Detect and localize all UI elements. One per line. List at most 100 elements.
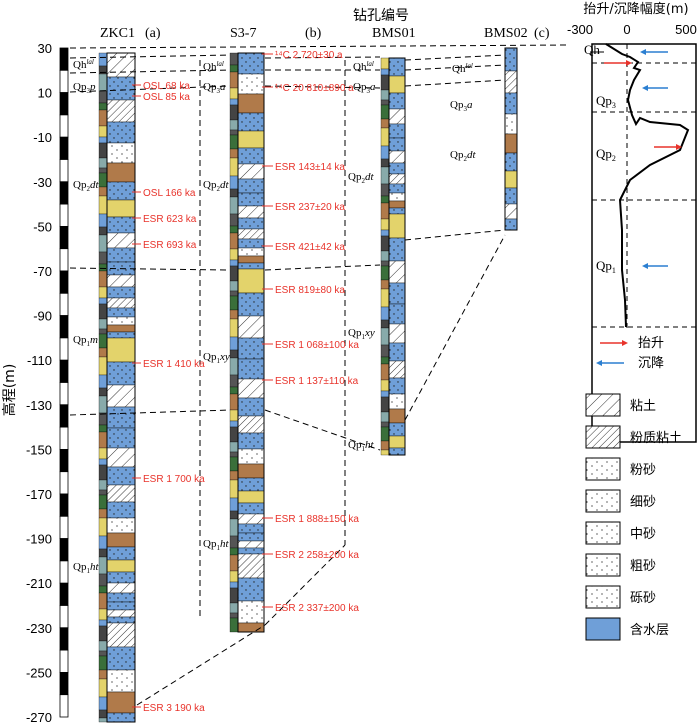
y-tick-label: -270 <box>26 710 52 725</box>
y-tick-label: 10 <box>38 86 52 101</box>
svg-text:Qp2dt: Qp2dt <box>73 179 99 193</box>
svg-text:Qp1xy: Qp1xy <box>203 351 230 365</box>
stratum-qp2dt-s37: Qp <box>203 179 217 191</box>
svg-text:Qhlal: Qhlal <box>452 62 473 75</box>
uplift-label-qp2: Qp <box>596 146 612 161</box>
stratum-qp1ht-s37: Qp <box>203 538 217 550</box>
dating-label: ESR 237±20 ka <box>275 202 345 213</box>
correlation-lines <box>69 44 571 706</box>
svg-text:Qp1m: Qp1m <box>73 334 98 348</box>
y-axis-label: 高程(m) <box>1 364 18 417</box>
uplift-label-qp1: Qp <box>596 258 612 273</box>
svg-text:Qhlal: Qhlal <box>203 60 224 73</box>
y-tick-label: 30 <box>38 41 52 56</box>
legend-swatch <box>585 617 621 641</box>
svg-text:Qp3: Qp3 <box>596 93 616 110</box>
column-bms01 <box>380 57 406 456</box>
legend-label: 中砂 <box>630 527 656 542</box>
y-tick-label: -10 <box>33 130 52 145</box>
legend-uplift: 抬升 <box>638 336 664 351</box>
stratum-qh-bms02: Qh <box>452 63 466 75</box>
dating-label: ESR 819±80 ka <box>275 285 345 296</box>
uplift-panel-frame <box>591 43 697 443</box>
stratum-qp2dt-bms02: Qp <box>450 149 464 161</box>
stratum-qp1xy-s37: Qp <box>203 351 217 363</box>
borehole-name-s37: S3-7 <box>230 26 256 41</box>
column-zkc1 <box>98 52 136 723</box>
y-tick-label: -170 <box>26 487 52 502</box>
y-tick-label: -150 <box>26 442 52 457</box>
svg-text:Qp2dt: Qp2dt <box>450 149 476 163</box>
legend-swatch <box>585 553 621 577</box>
svg-text:Qp1ht: Qp1ht <box>73 561 99 575</box>
uplift-curve <box>605 43 690 328</box>
dating-label: ESR 2 258±200 ka <box>275 550 359 561</box>
uplift-tick-neg300: -300 <box>567 22 593 37</box>
svg-text:Qp3a: Qp3a <box>353 81 376 95</box>
svg-text:Qp2dt: Qp2dt <box>348 171 374 185</box>
dating-label: ¹⁴C 2 720±30 a <box>275 50 343 61</box>
y-axis-ticks: 3010-10-30-50-70-90-110-130-150-170-190-… <box>26 41 52 725</box>
stratum-qp1m-zkc1: Qp <box>73 334 87 346</box>
y-tick-label: -70 <box>33 264 52 279</box>
dating-label: OSL 85 ka <box>143 92 190 103</box>
stratum-qp2dt-zkc1: Qp <box>73 179 87 191</box>
dating-label: ESR 1 888±150 ka <box>275 514 359 525</box>
svg-text:Qp2dt: Qp2dt <box>203 179 229 193</box>
legend-label: 细砂 <box>630 495 656 510</box>
svg-text:Qhlal: Qhlal <box>73 58 94 71</box>
dating-label: ¹⁴C 20 810±890 a <box>275 83 354 94</box>
y-tick-label: -130 <box>26 398 52 413</box>
uplift-label-qp3: Qp <box>596 93 612 108</box>
dating-label: ESR 623 ka <box>143 214 197 225</box>
stratum-qh-bms01: Qh <box>353 61 367 73</box>
dating-label: ESR 1 410 ka <box>143 359 205 370</box>
legend-swatch <box>585 521 621 545</box>
y-tick-label: -190 <box>26 532 52 547</box>
svg-text:Qhlal: Qhlal <box>353 60 374 73</box>
uplift-panel: 抬升/沉降幅度(m) -300 0 500 Qh Qp3 Qp2 Qp1 <box>567 1 697 443</box>
svg-text:Qp1: Qp1 <box>596 258 616 275</box>
dating-label: ESR 693 ka <box>143 240 197 251</box>
borehole-tag-zkc1: (a) <box>145 26 161 41</box>
svg-text:Qp1ht: Qp1ht <box>203 538 229 552</box>
stratum-qh-zkc1: Qh <box>73 59 87 71</box>
legend-subsidence: 沉降 <box>638 356 664 371</box>
legend-swatch <box>585 457 621 481</box>
svg-text:Qp1xy: Qp1xy <box>348 327 375 341</box>
diagram-title: 钻孔编号 <box>353 8 409 24</box>
dating-label: OSL 166 ka <box>143 188 196 199</box>
stratum-qh-s37: Qh <box>203 61 217 73</box>
elevation-scale-bar <box>59 47 69 718</box>
y-tick-label: -30 <box>33 175 52 190</box>
y-tick-label: -210 <box>26 576 52 591</box>
dating-label: ESR 421±42 ka <box>275 242 345 253</box>
y-tick-label: -90 <box>33 309 52 324</box>
stratum-qp3a-bms02: Qp <box>450 99 464 111</box>
dating-label: ESR 1 137±110 ka <box>275 376 359 387</box>
borehole-tag-s37: (b) <box>305 26 322 41</box>
dating-label: OSL 68 ka <box>143 81 190 92</box>
y-tick-label: -230 <box>26 621 52 636</box>
legend-label: 粉砂 <box>630 463 656 478</box>
uplift-label-qh: Qh <box>584 42 600 57</box>
legend-swatch <box>585 585 621 609</box>
stratum-qp3-zkc1: Qp <box>73 81 87 93</box>
column-bms02 <box>504 47 518 231</box>
stratum-qp3a-bms01: Qp <box>353 81 367 93</box>
legend-swatch <box>585 489 621 513</box>
y-tick-label: -110 <box>27 353 52 368</box>
dating-label: ESR 2 337±200 ka <box>275 603 359 614</box>
uplift-tick-0: 0 <box>623 22 630 37</box>
stratum-labels: Qhlal Qp3p Qp2dt Qp1m Qp1ht Qhlal Qp3a Q… <box>73 58 476 575</box>
column-s37 <box>229 52 265 633</box>
stratum-qp2dt-bms01: Qp <box>348 171 362 183</box>
svg-text:Qp3a: Qp3a <box>203 81 226 95</box>
legend-label: 砾砂 <box>630 591 656 606</box>
svg-text:Qp3p: Qp3p <box>73 81 96 95</box>
stratum-qp1xy-bms01: Qp <box>348 327 362 339</box>
dating-label: ESR 1 700 ka <box>143 474 205 485</box>
